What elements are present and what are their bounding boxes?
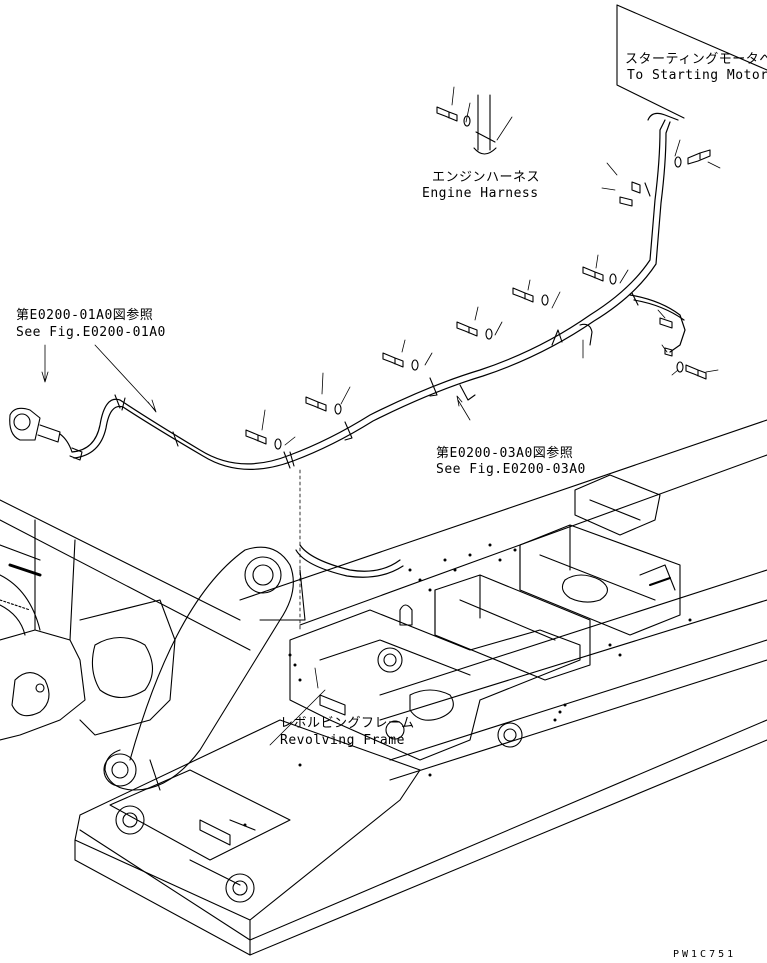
boom-foot-bracket bbox=[0, 519, 176, 741]
drawing-code: PW1C751 bbox=[673, 949, 737, 960]
wiring-harness bbox=[71, 112, 686, 578]
frame-center-section bbox=[289, 604, 581, 761]
harness-clamps bbox=[114, 182, 651, 469]
engine-harness-label-jp: エンジンハーネス bbox=[432, 170, 541, 185]
starting-motor-label-en: To Starting Motor bbox=[627, 68, 767, 83]
reference-01a0-label-jp: 第E0200-01A0図参照 bbox=[16, 308, 154, 323]
starting-motor-tag bbox=[616, 4, 767, 119]
leader-lines bbox=[41, 86, 721, 746]
reference-03a0-label-jp: 第E0200-03A0図参照 bbox=[436, 446, 574, 461]
boom-support-arm bbox=[103, 546, 306, 791]
reference-01a0-label-en: See Fig.E0200-01A0 bbox=[16, 325, 166, 340]
fasteners bbox=[245, 106, 711, 450]
engine-harness-label-en: Engine Harness bbox=[422, 186, 539, 201]
revolving-frame-body bbox=[74, 719, 767, 956]
revolving-frame-label-jp: レボルビングフレーム bbox=[280, 716, 415, 731]
engine-harness-stub bbox=[473, 94, 497, 155]
reference-03a0-label-en: See Fig.E0200-03A0 bbox=[436, 462, 586, 477]
harness-connector-left bbox=[9, 407, 83, 461]
frame-bolt-holes bbox=[243, 543, 692, 827]
frame-cross-members bbox=[434, 474, 681, 681]
revolving-frame-label-en: Revolving Frame bbox=[280, 733, 405, 748]
starting-motor-label-jp: スターティングモータへ bbox=[625, 52, 767, 67]
